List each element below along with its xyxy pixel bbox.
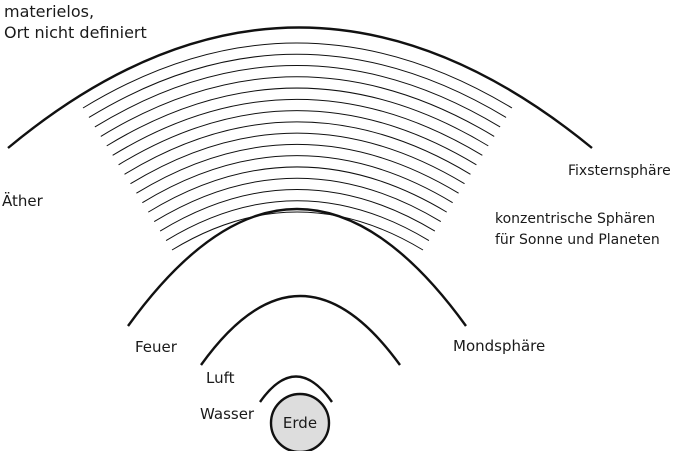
planetary-sphere-arc [142,155,453,204]
outer-region-label-line1: materielos, [4,2,95,21]
outer-region-label: materielos, Ort nicht definiert [4,1,147,43]
fire-label: Feuer [135,338,177,356]
planetary-sphere-arc [106,87,489,147]
planetary-sphere-arc [112,98,483,156]
air-label: Luft [206,369,235,387]
planetary-sphere-arc [171,211,424,251]
planetary-sphere-arc [165,200,430,241]
fire-sphere-arc [200,294,401,366]
lunar-sphere-arc [127,208,467,327]
planetary-sphere-arc [130,132,465,185]
planetary-spheres-label: konzentrische Sphären für Sonne und Plan… [495,209,660,251]
fixed-star-sphere-arc [7,26,593,149]
earth-globe [269,392,331,451]
planetary-sphere-arc [136,144,459,194]
lunar-sphere-label: Mondsphäre [453,337,546,355]
planetary-sphere-arc [82,42,513,109]
aether-label: Äther [2,192,43,210]
planetary-sphere-arc [153,177,442,223]
water-label: Wasser [200,405,255,423]
planetary-sphere-arc [148,166,447,213]
air-sphere-arc [259,375,333,403]
fixed-star-sphere-label: Fixsternsphäre [568,163,671,179]
planetary-sphere-arc [100,76,495,137]
earth-label: Erde [282,414,318,432]
planetary-spheres-group [82,42,513,251]
planetary-spheres-label-line1: konzentrische Sphären [495,211,656,227]
planetary-sphere-arc [159,188,436,232]
planetary-sphere-arc [118,110,477,166]
outer-region-label-line2: Ort nicht definiert [4,23,147,42]
planetary-sphere-arc [94,65,501,128]
planetary-spheres-label-line2: für Sonne und Planeten [495,232,660,248]
planetary-sphere-arc [88,53,507,118]
planetary-sphere-arc [124,121,471,175]
